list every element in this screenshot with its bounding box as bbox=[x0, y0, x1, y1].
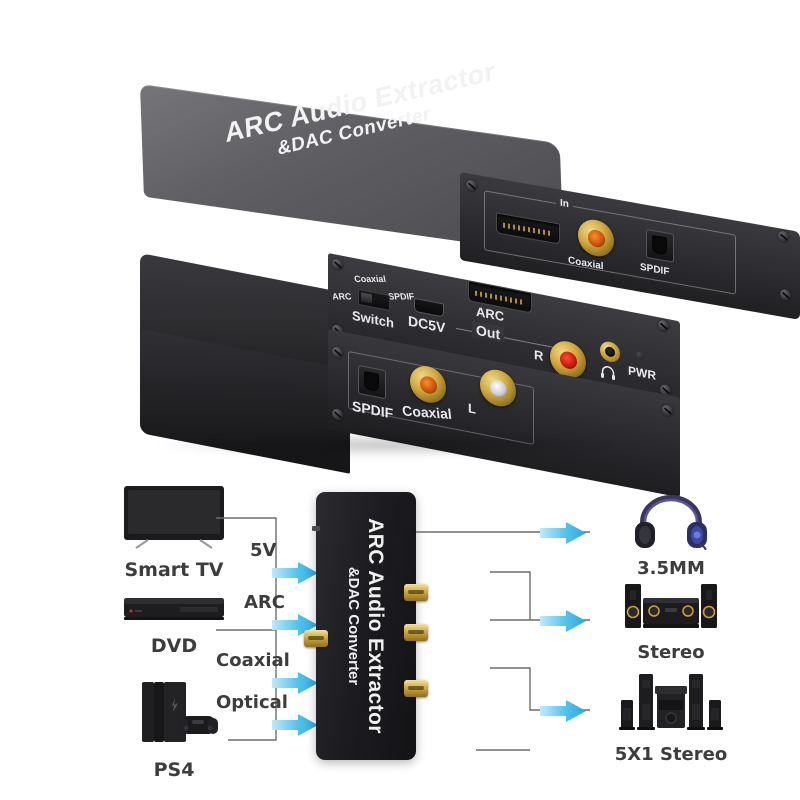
headphone-icon bbox=[601, 366, 615, 381]
screw-icon bbox=[332, 345, 343, 359]
device-top-unit: ARC Audio Extractor &DAC Converter In Co… bbox=[140, 56, 800, 320]
output-device-stereo: Stereo bbox=[596, 582, 746, 663]
diagram-rca-out-port-r bbox=[404, 624, 428, 641]
connection-diagram: Smart TV DVD bbox=[0, 470, 800, 800]
headphones-icon bbox=[635, 495, 707, 551]
output-connector-lines bbox=[416, 531, 590, 751]
screw-icon bbox=[658, 319, 669, 333]
input-source-switch[interactable] bbox=[358, 288, 390, 312]
switch-option-spdif-label: SPDIF bbox=[387, 291, 416, 302]
dvd-player-icon bbox=[124, 598, 224, 620]
diagram-center-device: ARC Audio Extractor &DAC Converter bbox=[304, 492, 428, 760]
flow-label-optical: Optical bbox=[216, 692, 288, 713]
arrow-icon bbox=[272, 562, 318, 584]
device-bottom-unit: Coaxial SPDIF ARC Switch DC5V ARC Out R bbox=[140, 245, 680, 498]
stereo-speakers-icon bbox=[625, 584, 717, 628]
game-console-icon bbox=[142, 682, 218, 742]
output-label-stereo: Stereo bbox=[637, 642, 705, 663]
screw-icon bbox=[332, 257, 343, 271]
flow-label-arc: ARC bbox=[244, 592, 286, 613]
diagram-rca-out-port-l bbox=[404, 584, 428, 601]
switch-option-arc-label: ARC bbox=[331, 291, 353, 302]
diagram-device-title-line2: &DAC Converter bbox=[345, 566, 362, 686]
output-device-headphones: 3.5MM bbox=[596, 492, 746, 579]
switch-option-coaxial-label: Coaxial bbox=[353, 274, 387, 285]
source-label-dvd: DVD bbox=[150, 635, 198, 657]
flow-label-coaxial: Coaxial bbox=[216, 650, 290, 671]
diagram-device-branding: ARC Audio Extractor &DAC Converter bbox=[345, 518, 387, 734]
rca-right-label: R bbox=[534, 347, 544, 364]
source-label-smart-tv: Smart TV bbox=[124, 559, 224, 581]
source-device-column: Smart TV DVD bbox=[104, 470, 244, 800]
diagram-coaxial-in-port bbox=[304, 630, 328, 647]
screw-icon bbox=[332, 407, 343, 421]
output-device-column: 3.5MM Stereo bbox=[596, 470, 746, 800]
source-label-ps4: PS4 bbox=[153, 759, 195, 781]
output-label-5x1-stereo: 5X1 Stereo bbox=[614, 744, 728, 765]
power-led bbox=[636, 350, 644, 361]
diagram-switch-nub bbox=[312, 526, 320, 531]
arrow-icon bbox=[272, 714, 318, 736]
output-label-35mm: 3.5MM bbox=[637, 558, 705, 579]
rca-left-label: L bbox=[468, 400, 476, 417]
power-led-label: PWR bbox=[628, 363, 656, 383]
spdif-optical-out-port[interactable] bbox=[358, 364, 386, 400]
device-front-panel: Coaxial SPDIF ARC Switch DC5V ARC Out R bbox=[328, 253, 680, 430]
arrow-icon bbox=[540, 700, 586, 722]
headphone-out-jack[interactable] bbox=[600, 339, 620, 364]
home-theater-icon bbox=[619, 674, 723, 730]
arrow-icon bbox=[540, 522, 586, 544]
output-device-home-theater: 5X1 Stereo bbox=[596, 670, 746, 765]
source-device-smart-tv: Smart TV bbox=[104, 484, 244, 581]
diagram-coaxial-out-port bbox=[404, 680, 428, 697]
screw-icon bbox=[662, 403, 673, 418]
product-photo: ARC Audio Extractor &DAC Converter In Co… bbox=[0, 0, 800, 470]
product-shadow bbox=[150, 432, 620, 458]
screw-icon bbox=[780, 288, 791, 302]
tv-icon bbox=[124, 486, 224, 549]
switch-label: Switch bbox=[352, 307, 394, 331]
diagram-device-title-line1: ARC Audio Extractor bbox=[364, 518, 387, 734]
output-group-label: Out bbox=[472, 320, 505, 344]
screw-icon bbox=[466, 179, 477, 192]
screw-icon bbox=[778, 230, 789, 244]
flow-label-5v: 5V bbox=[250, 540, 277, 561]
source-device-dvd: DVD bbox=[104, 592, 244, 657]
source-device-ps4: PS4 bbox=[104, 676, 244, 781]
arrow-icon bbox=[272, 672, 318, 694]
arrow-icon bbox=[540, 610, 586, 632]
